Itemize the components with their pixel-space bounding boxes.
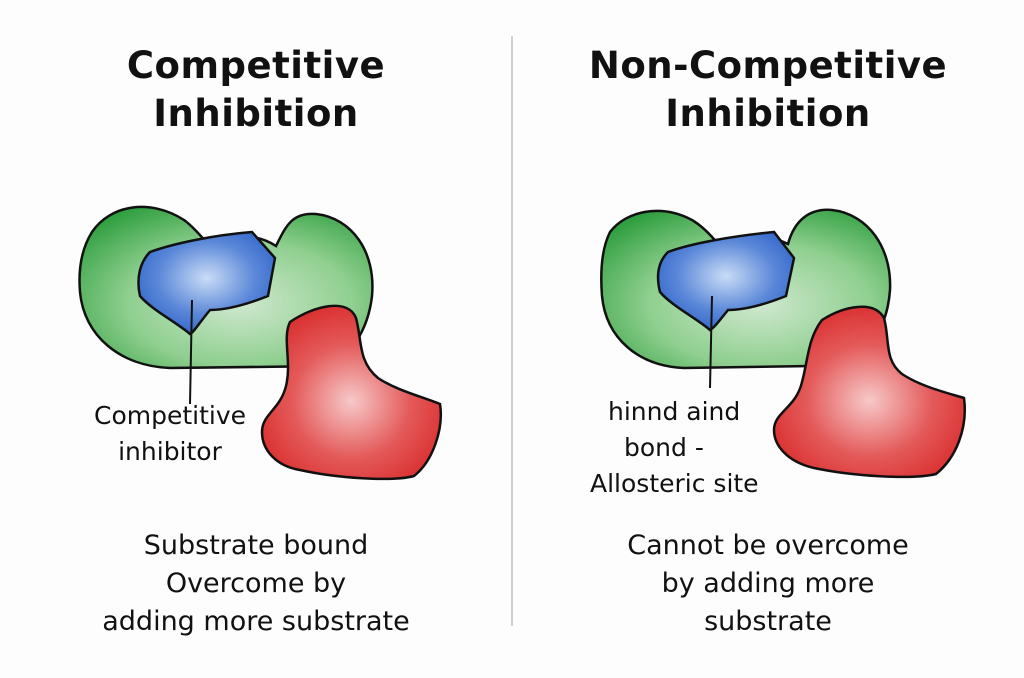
competitive-caption: Substrate bound Overcome by adding more …	[0, 527, 512, 641]
competitive-title: Competitive Inhibition	[0, 42, 512, 138]
competitive-caption-line1: Substrate bound	[143, 530, 369, 561]
label-leader-line	[709, 295, 713, 389]
allosteric-site-label-line3: Allosteric site	[590, 469, 759, 498]
competitive-inhibitor-label-line1: Competitive	[93, 401, 247, 430]
non-competitive-caption: Cannot be overcome by adding more substr…	[512, 527, 1024, 641]
non-competitive-panel: Non-Competitive Inhibition	[512, 0, 1024, 678]
allosteric-site-label-line2: bond -	[624, 433, 704, 462]
competitive-inhibitor-label-line2: inhibitor	[118, 437, 222, 466]
non-competitive-diagram	[600, 208, 966, 479]
competitive-inhibitor-label: Competitive inhibitor	[70, 398, 270, 470]
allosteric-site-label: hinnd aind bond - Allosteric site	[590, 394, 830, 502]
competitive-diagram	[78, 205, 442, 481]
competitive-caption-line2: Overcome by	[165, 568, 347, 599]
non-competitive-title: Non-Competitive Inhibition	[512, 42, 1024, 138]
competitive-panel: Competitive Inhibition	[0, 42, 512, 641]
competitive-inhibitor-shape	[260, 304, 442, 481]
non-competitive-caption-line2: by adding more	[661, 568, 875, 599]
non-competitive-title-line2: Inhibition	[665, 92, 871, 135]
competitive-caption-line3: adding more substrate	[102, 606, 410, 637]
competitive-title-line1: Competitive	[126, 44, 386, 87]
non-competitive-title-line1: Non-Competitive	[588, 44, 948, 87]
label-leader-line	[189, 299, 193, 405]
non-competitive-caption-line3: substrate	[704, 606, 832, 637]
allosteric-site-label-line1: hinnd aind	[608, 397, 741, 426]
panel-divider	[511, 36, 513, 626]
substrate-shape	[656, 230, 796, 332]
non-competitive-caption-line1: Cannot be overcome	[627, 530, 909, 561]
substrate-shape	[137, 230, 277, 336]
competitive-title-line2: Inhibition	[153, 92, 359, 135]
non-competitive-inhibitor-shape	[772, 305, 966, 479]
